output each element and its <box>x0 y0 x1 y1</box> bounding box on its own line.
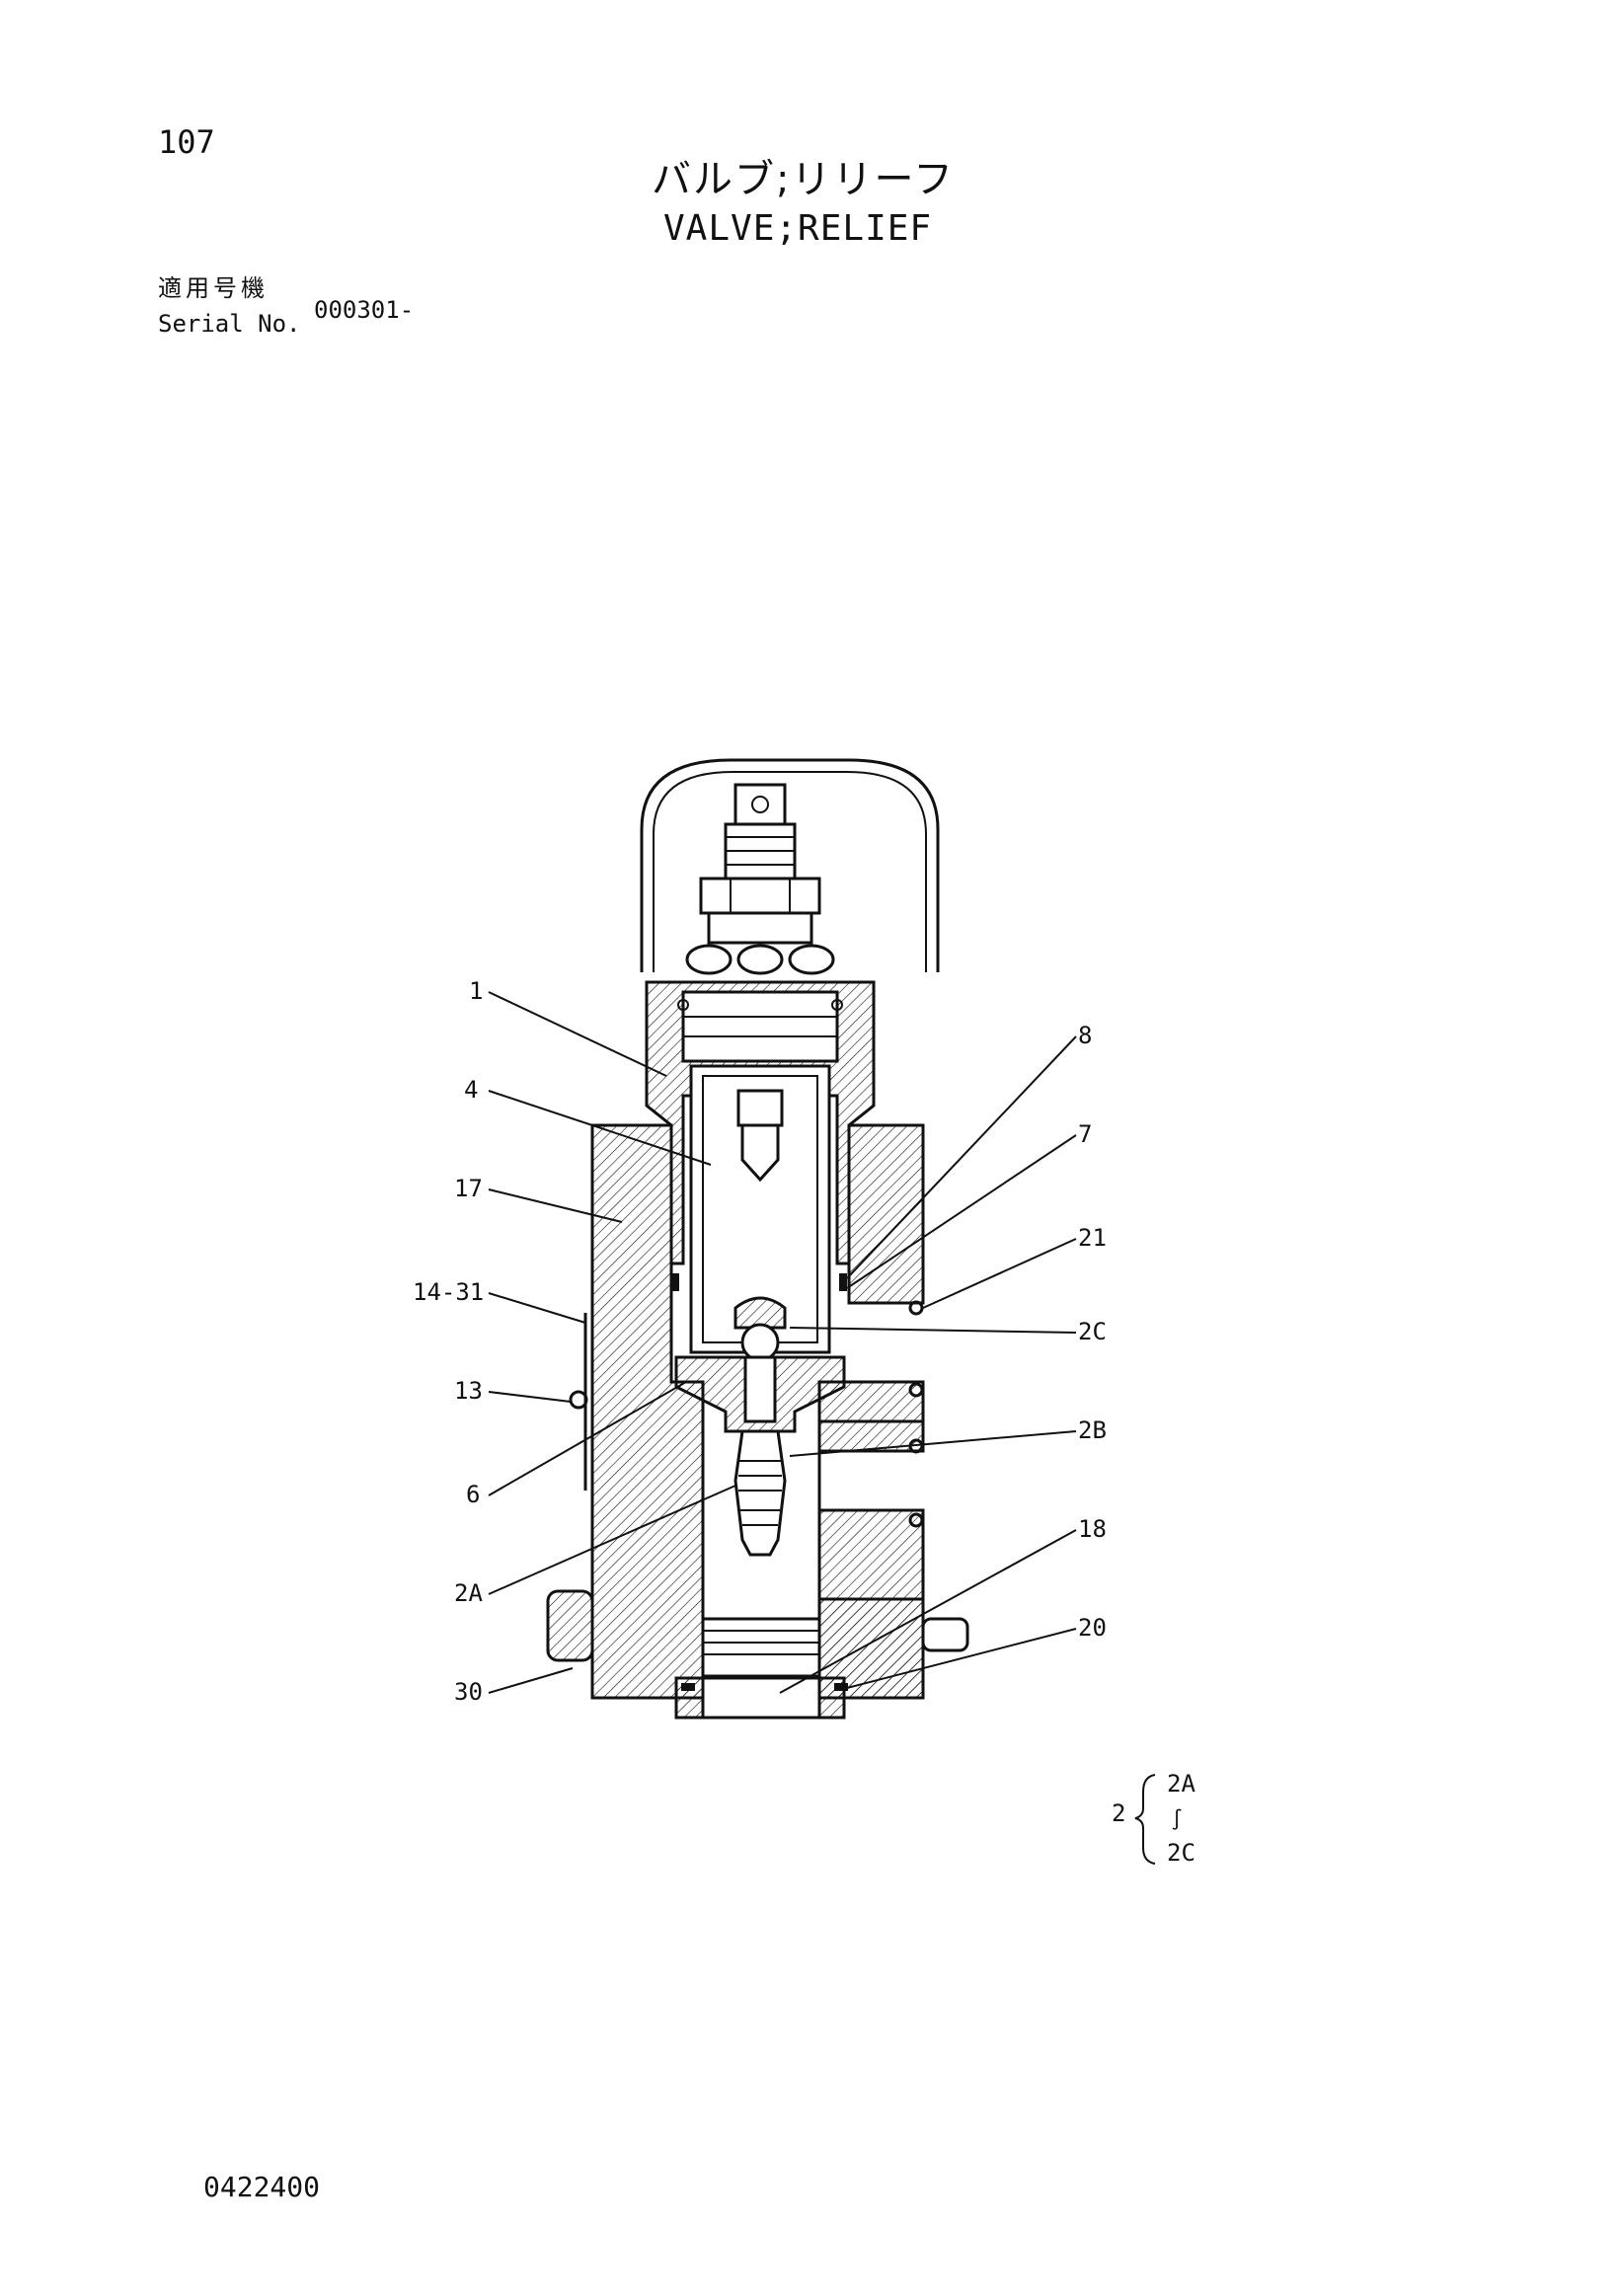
legend-brace <box>1134 1774 1156 1865</box>
legend-parent: 2 <box>1112 1799 1125 1827</box>
bottom-plug <box>674 1617 846 1720</box>
callout-8: 8 <box>1078 1022 1092 1049</box>
callout-13: 13 <box>454 1377 483 1405</box>
serial-label-japanese: 適用号機 <box>158 274 269 302</box>
callout-2b: 2B <box>1078 1416 1107 1444</box>
callout-2a: 2A <box>454 1579 483 1607</box>
o-rings <box>671 1273 924 1691</box>
callout-1: 1 <box>469 977 483 1005</box>
callout-21: 21 <box>1078 1224 1107 1252</box>
seal-rings <box>685 944 835 975</box>
callout-6: 6 <box>466 1481 480 1508</box>
callout-4: 4 <box>464 1076 478 1104</box>
callout-17: 17 <box>454 1175 483 1202</box>
legend-range-mark: ∫ <box>1171 1807 1183 1831</box>
page-number: 107 <box>158 123 215 161</box>
side-port-30 <box>546 1589 594 1662</box>
callout-20: 20 <box>1078 1614 1107 1642</box>
leader-lines <box>488 991 1077 1694</box>
document-number: 0422400 <box>203 2171 321 2203</box>
callout-labels: 1 4 17 14-31 13 6 2A 30 8 7 21 2C 2B 18 … <box>413 977 1107 1706</box>
adjusting-screw <box>724 783 797 880</box>
main-poppet <box>733 1429 787 1557</box>
legend-last: 2C <box>1167 1839 1196 1867</box>
nameplate <box>569 1313 588 1491</box>
lock-nut <box>699 877 821 945</box>
callout-14-31: 14-31 <box>413 1278 484 1306</box>
callout-7: 7 <box>1078 1120 1092 1148</box>
title-english: VALVE;RELIEF <box>663 208 933 249</box>
serial-label-english: Serial No. <box>158 310 301 338</box>
callout-2c: 2C <box>1078 1318 1107 1345</box>
seat <box>674 1355 846 1433</box>
callout-30: 30 <box>454 1678 483 1706</box>
callout-18: 18 <box>1078 1515 1107 1543</box>
poppet <box>733 1296 787 1362</box>
cap-dome <box>640 758 940 972</box>
legend-first: 2A <box>1167 1770 1196 1798</box>
side-pin <box>921 1617 969 1652</box>
serial-number-value: 000301- <box>314 296 415 324</box>
assembly-legend: 2 2A ∫ 2C <box>1112 1770 1196 1867</box>
title-japanese: バルブ;リリーフ <box>652 157 956 202</box>
valve-body-block <box>590 1123 925 1700</box>
